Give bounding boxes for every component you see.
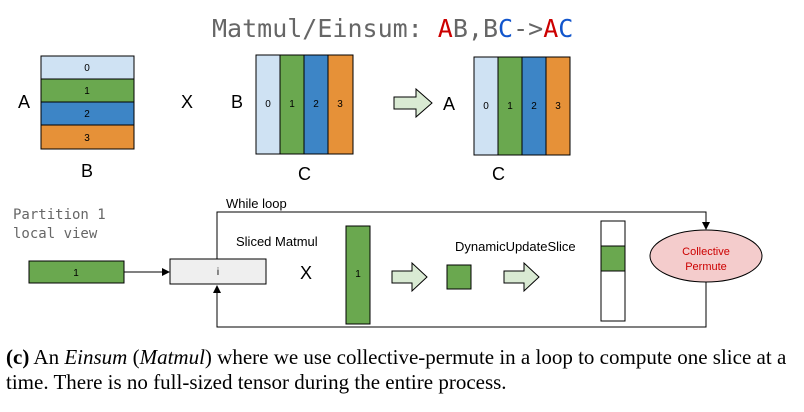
middle-matrix: 0 1 2 3 [255, 54, 354, 155]
right-matrix: 0 1 2 3 [473, 56, 571, 156]
local-block-label: 1 [73, 268, 79, 279]
right-col-label-2: 2 [531, 101, 537, 112]
left-row-label-3: 3 [84, 133, 90, 144]
partition-label-line2: local view [13, 226, 98, 242]
while-loop-label: While loop [226, 196, 287, 211]
caption-part-3: ) where we use collective-permute in a l… [6, 345, 787, 394]
label-a-right: A [443, 94, 455, 114]
mid-col-label-1: 1 [289, 99, 295, 110]
result-slice-block [446, 264, 472, 290]
left-row-3 [40, 124, 135, 150]
collective-permute-node [649, 229, 763, 283]
caption-matmul: Matmul [139, 345, 205, 369]
label-c-right: C [492, 164, 505, 184]
mid-col-label-3: 3 [337, 99, 343, 110]
diagram-canvas: Matmul/Einsum: AB,BC->AC A 0 1 2 3 B X B… [13, 14, 763, 328]
right-col-label-1: 1 [507, 101, 513, 112]
right-col-0 [473, 56, 499, 156]
right-col-label-3: 3 [555, 101, 561, 112]
collective-permute-line2: Permute [685, 261, 727, 273]
caption-part-2: ( [127, 345, 140, 369]
right-col-label-0: 0 [483, 101, 489, 112]
while-loop-frame [216, 211, 710, 272]
input-box [169, 258, 267, 285]
mid-col-2 [303, 54, 329, 155]
tall-block-label: 1 [355, 269, 361, 280]
partition-label-line1: Partition 1 [13, 207, 106, 223]
mid-col-3 [327, 54, 354, 155]
mid-col-label-0: 0 [265, 99, 271, 110]
mid-col-label-2: 2 [313, 99, 319, 110]
input-box-label: i [217, 267, 219, 278]
left-row-label-2: 2 [84, 109, 90, 120]
sliced-matmul-label: Sliced Matmul [236, 234, 318, 249]
diagram-title: Matmul/Einsum: AB,BC->AC [212, 14, 573, 43]
tall-block [345, 225, 371, 325]
left-row-label-1: 1 [84, 86, 90, 97]
mid-col-0 [255, 54, 281, 155]
loop-back-line [213, 281, 707, 328]
output-buffer-slot [600, 245, 626, 272]
label-b-bottom: B [81, 161, 93, 181]
left-matrix: 0 1 2 3 [40, 55, 135, 150]
times-symbol-bottom: X [300, 263, 312, 283]
caption-label: (c) [6, 345, 30, 369]
label-b-mid: B [231, 92, 243, 112]
result-arrow [393, 87, 433, 119]
mid-col-1 [279, 54, 305, 155]
dynamic-update-slice-label: DynamicUpdateSlice [455, 239, 576, 254]
right-col-2 [521, 56, 547, 156]
label-a-left: A [18, 92, 30, 112]
right-col-1 [497, 56, 523, 156]
times-symbol-top: X [181, 92, 193, 112]
label-c-mid: C [298, 164, 311, 184]
right-col-3 [545, 56, 571, 156]
figure-caption: (c) An Einsum (Matmul) where we use coll… [6, 345, 802, 395]
caption-einsum: Einsum [64, 345, 128, 369]
caption-part-1: An [29, 345, 65, 369]
step-arrow-1 [391, 261, 428, 293]
left-row-label-0: 0 [84, 63, 90, 74]
collective-permute-line1: Collective [682, 246, 730, 258]
step-arrow-2 [503, 261, 540, 293]
